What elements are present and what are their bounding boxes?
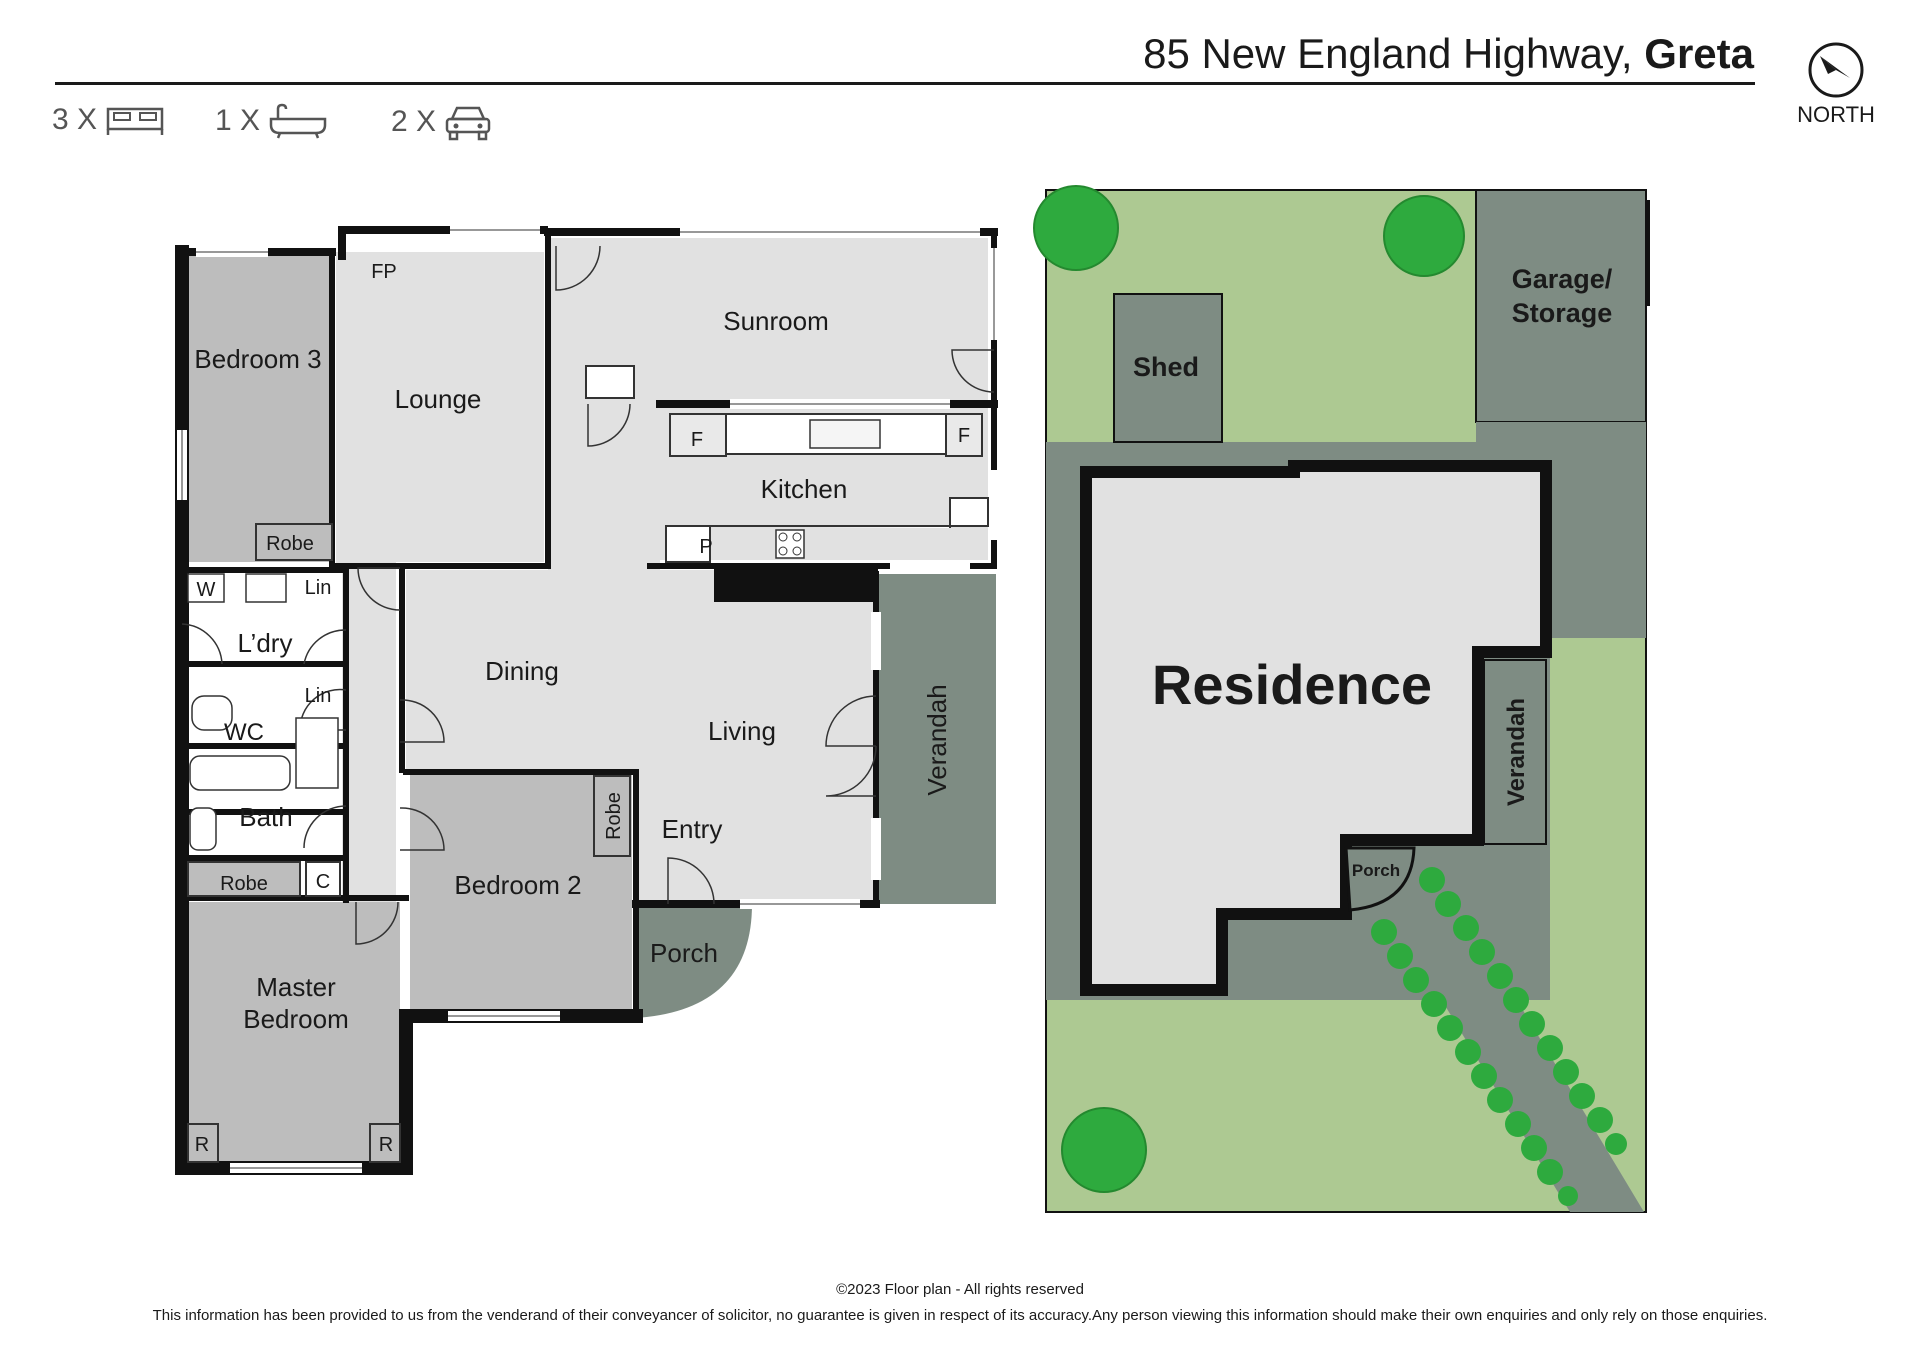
hedge-right <box>1419 867 1627 1155</box>
footer-copyright: ©2023 Floor plan - All rights reserved <box>836 1281 1084 1298</box>
label-linen1: Lin <box>305 577 332 599</box>
header-rule <box>55 82 1755 85</box>
cupboard-box <box>305 861 341 897</box>
label-garage-1: Garage/ <box>1512 264 1613 294</box>
lounge-room <box>336 252 544 562</box>
label-r2: R <box>379 1134 393 1156</box>
label-dining: Dining <box>485 656 559 686</box>
label-robe-bedroom3: Robe <box>266 533 314 555</box>
verandah-room <box>876 574 996 904</box>
car-icon <box>445 106 491 141</box>
label-robe-bedroom2: Robe <box>603 792 625 840</box>
pantry-box <box>665 525 711 563</box>
robe-master-box <box>187 861 301 897</box>
address-suburb: Greta <box>1644 30 1754 77</box>
label-wc: WC <box>224 719 264 746</box>
fridge-left <box>669 413 727 457</box>
bedroom-count: 3 X <box>52 103 165 137</box>
parking-count-text: 2 X <box>391 105 437 138</box>
master-bedroom-room <box>182 902 400 1164</box>
bedroom3-room <box>182 252 332 562</box>
label-master-1: Master <box>256 972 336 1002</box>
label-linen2: Lin <box>305 685 332 707</box>
label-cupboard: C <box>316 871 330 893</box>
label-bath: Bath <box>239 802 293 832</box>
porch-room <box>636 904 752 1018</box>
toilet <box>191 695 233 731</box>
label-fp: FP <box>371 261 397 283</box>
label-kitchen: Kitchen <box>761 474 848 504</box>
bathtub <box>189 755 291 791</box>
trees <box>1033 185 1465 1193</box>
shower <box>295 717 339 789</box>
site-verandah <box>1483 659 1547 845</box>
label-residence: Residence <box>1152 653 1432 716</box>
hall-room <box>548 400 660 570</box>
hedge-left <box>1371 919 1578 1206</box>
garage-storage <box>1475 189 1647 423</box>
parking-count: 2 X <box>391 103 492 141</box>
laundry-tub <box>245 573 287 603</box>
robe-bedroom2-box <box>593 775 631 857</box>
label-porch: Porch <box>650 938 718 968</box>
residence-outline <box>1080 460 1552 996</box>
label-laundry: L’dry <box>238 628 293 658</box>
bathroom-count-text: 1 X <box>215 104 261 137</box>
label-fridge-left: F <box>691 429 703 451</box>
compass-icon <box>1808 42 1864 98</box>
living-lower-room <box>636 600 876 900</box>
property-address: 85 New England Highway, Greta <box>1143 30 1754 78</box>
label-master-2: Bedroom <box>243 1004 349 1034</box>
stairs-step <box>585 365 635 399</box>
bathroom-count: 1 X <box>215 103 328 139</box>
label-entry: Entry <box>662 814 723 844</box>
kitchen-bench <box>666 497 989 528</box>
label-fridge-right: F <box>958 425 970 447</box>
robe-r1-box <box>187 1123 219 1163</box>
label-sunroom: Sunroom <box>723 306 829 336</box>
label-r1: R <box>195 1134 209 1156</box>
kitchen-sink <box>809 419 881 449</box>
kitchen-dark-block <box>714 564 878 602</box>
north-label: NORTH <box>1797 102 1875 127</box>
label-bedroom2: Bedroom 2 <box>454 870 581 900</box>
cooktop <box>775 529 805 559</box>
label-bedroom3: Bedroom 3 <box>194 344 321 374</box>
label-garage-2: Storage <box>1512 298 1613 328</box>
driveway <box>1346 842 1644 1212</box>
shed <box>1113 293 1223 443</box>
robe-r2-box <box>369 1123 401 1163</box>
bed-icon <box>106 107 164 135</box>
label-living: Living <box>708 716 776 746</box>
site-porch <box>1344 846 1416 912</box>
label-lounge: Lounge <box>395 384 482 414</box>
label-washer: W <box>197 579 216 601</box>
label-site-verandah: Verandah <box>1503 698 1530 806</box>
label-shed: Shed <box>1133 352 1199 382</box>
basin <box>189 807 217 851</box>
floor-plan: Bedroom 3 Lounge FP Sunroom Kitchen F F … <box>175 225 999 1175</box>
label-robe-master: Robe <box>220 873 268 895</box>
bath-icon <box>269 103 327 139</box>
footer-disclaimer: This information has been provided to us… <box>152 1307 1768 1324</box>
label-pantry: P <box>699 536 712 558</box>
north-compass: NORTH <box>1796 40 1876 128</box>
washer-box <box>187 573 225 603</box>
site-plan: Shed Garage/ Storage Residence Porch Ver… <box>1033 185 1650 1213</box>
address-street: 85 New England Highway, <box>1143 30 1633 77</box>
label-site-porch: Porch <box>1352 861 1400 880</box>
label-verandah: Verandah <box>922 684 952 795</box>
robe-bedroom3-box <box>255 523 333 561</box>
fridge-right <box>945 413 983 457</box>
bedroom-count-text: 3 X <box>52 103 98 136</box>
